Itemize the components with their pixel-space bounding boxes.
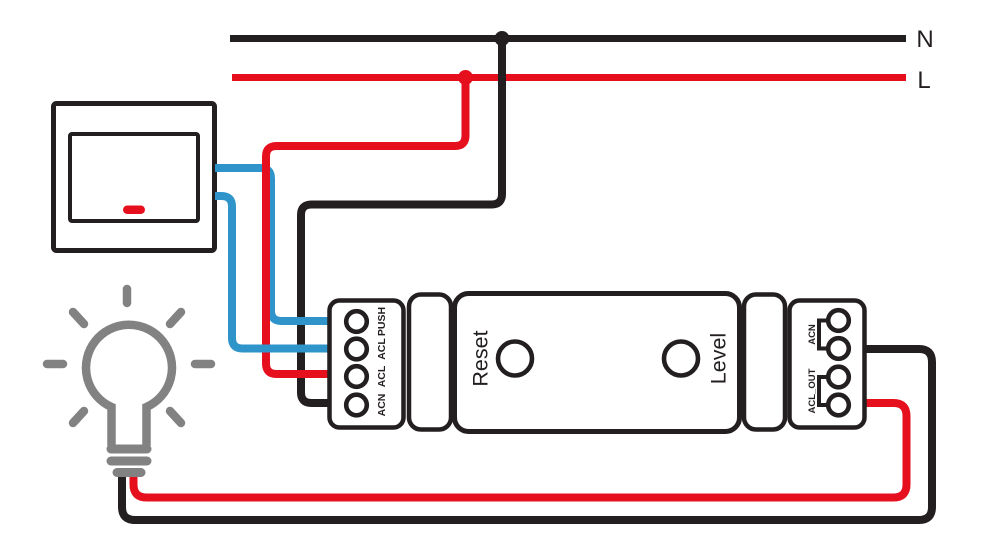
terminal-acn-out-2 [825,335,852,362]
switch-wire-acl [215,192,330,353]
reset-button [495,339,535,378]
terminal-label-acn: ACN [376,394,388,417]
terminal-acn [343,392,370,418]
terminal-acl-out-2 [825,392,852,418]
terminal-acl-1 [343,336,370,362]
terminal-bracket-acl-out [817,375,827,407]
terminal-label-acl-1: ACL [376,338,388,360]
terminal-label-acl-2: ACL [376,365,388,387]
light-bulb-icon [42,284,216,477]
level-button [661,339,701,378]
reset-button-label: Reset [469,330,493,386]
terminal-acn-out-1 [825,307,852,334]
terminal-label-acl-out: ACL_OUT [807,368,818,413]
terminal-bracket-acn [817,318,827,351]
live-label: L [917,67,930,94]
neutral-wire-to-module [297,38,506,407]
terminal-acl-out-1 [825,364,852,390]
switch-indicator [123,205,145,214]
module-neck-right [741,292,788,432]
bulb-ray-top-left [68,307,89,329]
bulb-glass [81,320,177,450]
bulb-ray-bottom-right [165,406,186,428]
wall-switch [51,101,217,253]
level-button-label: Level [707,333,731,384]
bulb-ray-top-right [165,307,186,329]
switch-rocker [68,132,200,223]
terminal-push [343,308,370,335]
terminal-label-acn-out: ACN [807,324,818,345]
module-neck-left [406,292,454,432]
bulb-live-wire [129,399,911,502]
bulb-ray-bottom-left [68,406,89,428]
bulb-neutral-wire [118,345,936,524]
terminal-label-push: PUSH [376,307,388,336]
neutral-label: N [916,26,933,53]
live-wire-to-module [262,77,470,378]
terminal-acl-2 [343,363,370,390]
dimmer-module: PUSH ACL ACL ACN Reset Level ACN ACL_OUT [327,291,867,434]
module-body [452,291,742,434]
